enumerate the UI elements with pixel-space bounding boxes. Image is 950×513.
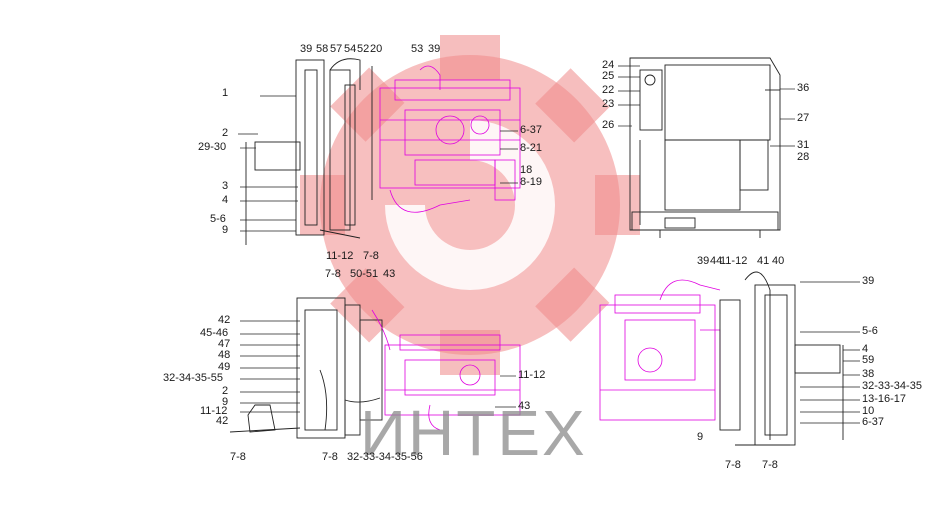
callout-label: 39 [862, 275, 874, 287]
callout-label: 29-30 [198, 141, 226, 153]
callout-label: 39 [300, 43, 312, 55]
callout-label: 49 [218, 361, 230, 373]
callout-label: 7-8 [762, 459, 778, 471]
watermark-text: ИНТЕХ [360, 397, 587, 469]
callout-label: 11-12 [326, 250, 353, 262]
callout-label: 3 [222, 180, 228, 192]
callout-label: 13-16-17 [862, 393, 906, 405]
callout-label: 20 [370, 43, 382, 55]
callout-label: 28 [797, 151, 809, 163]
callout-label: 32-33-34-35 [862, 380, 922, 392]
callout-label: 26 [602, 119, 614, 131]
callout-label: 32-34-35-55 [163, 372, 223, 384]
view-bottom-left [229, 297, 521, 439]
callout-label: 39 [428, 43, 440, 55]
callout-label: 39 [697, 255, 709, 267]
callout-label: 44 [710, 255, 722, 267]
callout-label: 36 [797, 82, 809, 94]
callout-label: 5-6 [210, 213, 226, 225]
callout-label: 43 [518, 400, 530, 412]
callout-label: 4 [862, 343, 868, 355]
callout-label: 48 [218, 349, 230, 361]
callout-label: 22 [602, 84, 614, 96]
callout-label: 6-37 [520, 124, 542, 136]
callout-label: 11-12 [720, 255, 747, 267]
callout-label: 59 [862, 354, 874, 366]
callout-label: 11-12 [518, 369, 545, 381]
callout-label: 42 [216, 415, 228, 427]
callout-label: 10 [862, 405, 874, 417]
view-top-left [245, 58, 521, 245]
callout-label: 7-8 [725, 459, 741, 471]
callout-label: 45-46 [200, 327, 228, 339]
callout-label: 47 [218, 338, 230, 350]
callout-label: 9 [697, 431, 703, 443]
callout-label: 5-6 [862, 325, 878, 337]
callout-label: 58 [316, 43, 328, 55]
callout-label: 7-8 [325, 268, 341, 280]
callout-label: 43 [383, 268, 395, 280]
callout-label: 38 [862, 368, 874, 380]
callout-label: 42 [218, 314, 230, 326]
callout-label: 6-37 [862, 416, 884, 428]
callout-label: 31 [797, 139, 809, 151]
callout-label: 57 [330, 43, 342, 55]
callout-label: 18 [520, 164, 532, 176]
callout-label: 7-8 [322, 451, 338, 463]
callout-label: 11-12 [200, 405, 227, 417]
callout-label: 2 [222, 385, 228, 397]
callout-label: 40 [772, 255, 784, 267]
callout-label: 9 [222, 396, 228, 408]
callout-label: 7-8 [363, 250, 379, 262]
view-top-right [629, 57, 781, 238]
callout-label: 41 [757, 255, 769, 267]
callout-label: 8-21 [520, 142, 542, 154]
callout-label: 4 [222, 194, 228, 206]
callout-label: 52 [357, 43, 369, 55]
callout-label: 9 [222, 224, 228, 236]
view-bottom-right [599, 271, 844, 446]
leader-lines [238, 65, 860, 424]
callout-label: 32-33-34-35-56 [347, 451, 423, 463]
callout-label: 1 [222, 87, 228, 99]
callout-label: 2 [222, 127, 228, 139]
callout-label: 53 [411, 43, 423, 55]
callout-label: 8-19 [520, 176, 542, 188]
callout-label: 24 [602, 59, 614, 71]
callout-label: 23 [602, 98, 614, 110]
watermark-gear [300, 35, 640, 375]
callout-label: 54 [344, 43, 356, 55]
callout-label: 25 [602, 70, 614, 82]
callout-label: 7-8 [230, 451, 246, 463]
callout-label: 27 [797, 112, 809, 124]
callout-label: 50-51 [350, 268, 378, 280]
